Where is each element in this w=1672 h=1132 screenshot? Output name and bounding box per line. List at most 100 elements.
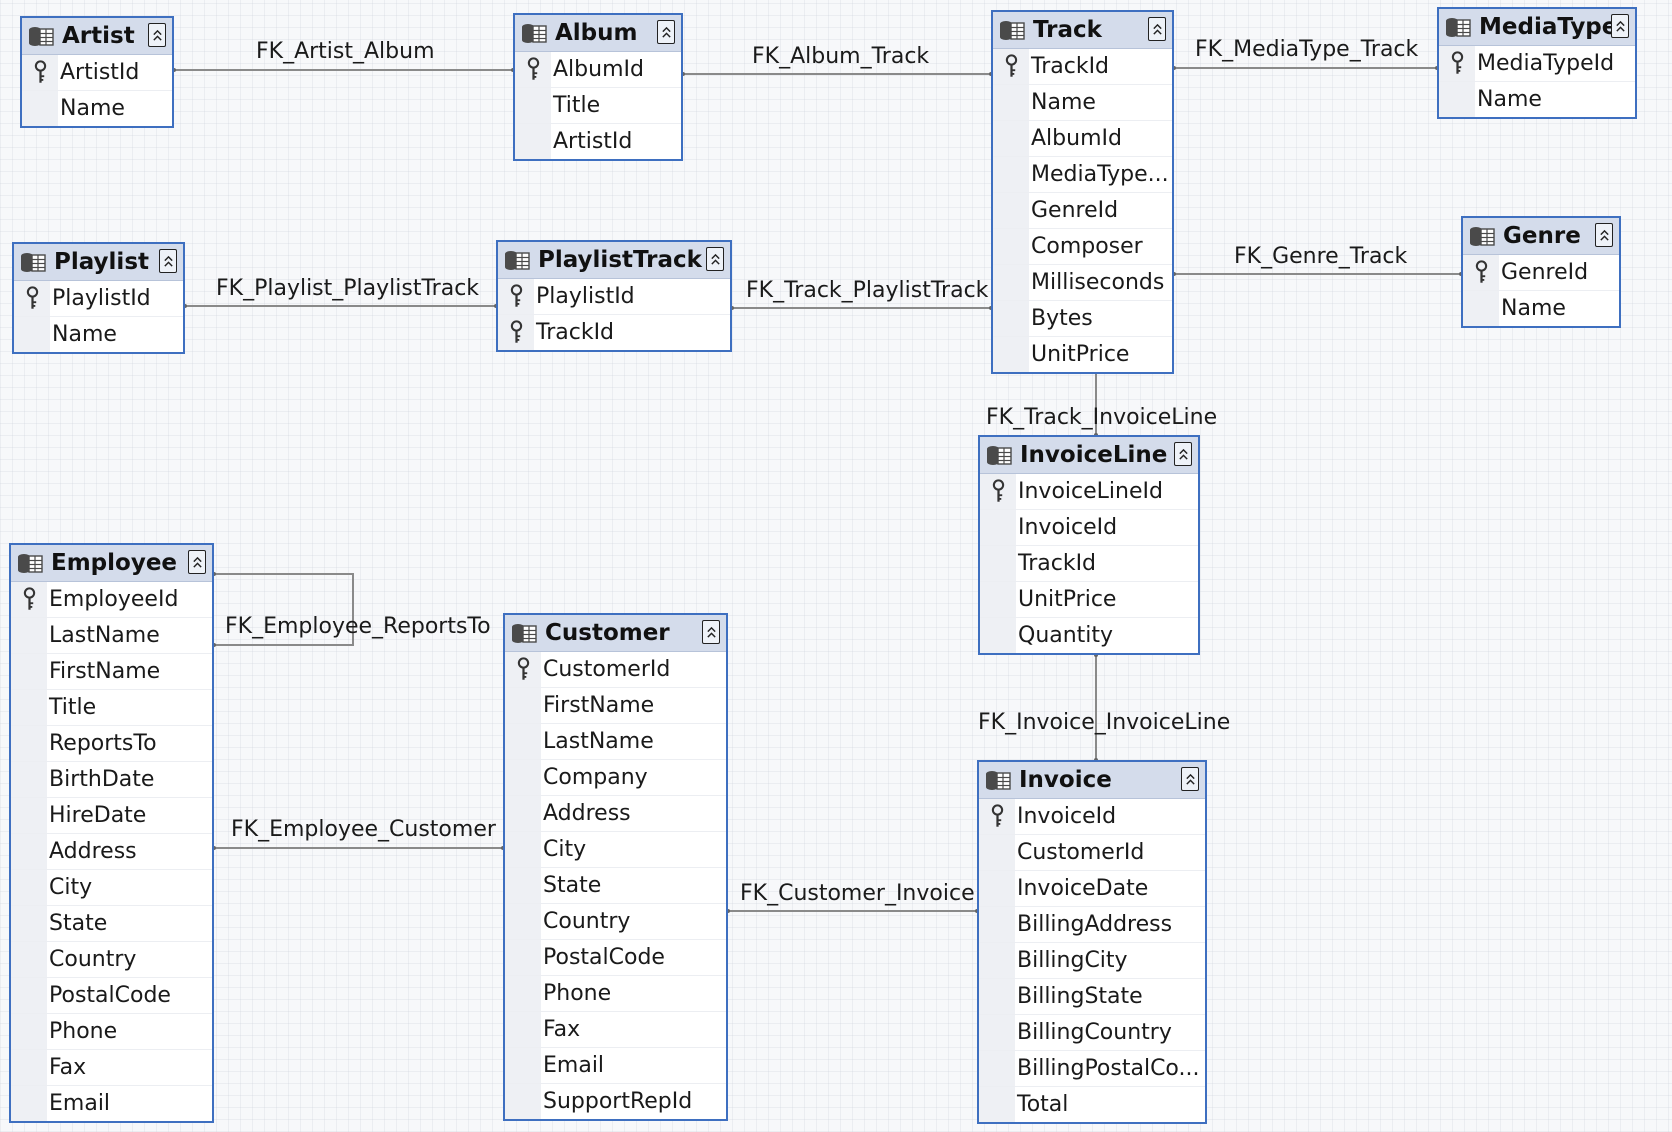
table-column[interactable]: Name [1439,82,1635,117]
table-header[interactable]: MediaType [1439,9,1635,46]
table-column[interactable]: TrackId [980,546,1198,582]
table-header[interactable]: Artist [22,18,172,55]
primary-key-column[interactable]: EmployeeId [11,582,212,618]
table-column[interactable]: CustomerId [979,835,1205,871]
table-column[interactable]: ArtistId [515,124,681,159]
table-column[interactable]: City [11,870,212,906]
table-column[interactable]: Title [11,690,212,726]
primary-key-column[interactable]: TrackId [498,315,730,350]
table-column[interactable]: Company [505,760,726,796]
table-header[interactable]: InvoiceLine [980,437,1198,474]
table-column[interactable]: LastName [11,618,212,654]
collapse-icon[interactable] [1595,223,1613,247]
table-column[interactable]: Email [11,1086,212,1121]
primary-key-column[interactable]: AlbumId [515,52,681,88]
table-column[interactable]: Country [11,942,212,978]
table-column[interactable]: Composer [993,229,1172,265]
table-column[interactable]: ReportsTo [11,726,212,762]
table-header[interactable]: Playlist [14,244,183,281]
relationship-label[interactable]: FK_Album_Track [752,44,930,69]
table-header[interactable]: Album [515,15,681,52]
table-column[interactable]: BillingCity [979,943,1205,979]
collapse-icon[interactable] [657,20,675,44]
relationship-label[interactable]: FK_Employee_Customer [231,817,496,842]
relationship-label[interactable]: FK_MediaType_Track [1195,37,1419,62]
relationship-label[interactable]: FK_Employee_ReportsTo [225,614,491,639]
primary-key-column[interactable]: InvoiceLineId [980,474,1198,510]
table-column[interactable]: Address [505,796,726,832]
collapse-icon[interactable] [1174,442,1192,466]
relationship-label[interactable]: FK_Artist_Album [256,39,435,64]
table-column[interactable]: BillingPostalCo... [979,1051,1205,1087]
relationship-label[interactable]: FK_Track_InvoiceLine [986,405,1218,430]
table-column[interactable]: Total [979,1087,1205,1122]
table-column[interactable]: Email [505,1048,726,1084]
relationship-label[interactable]: FK_Playlist_PlaylistTrack [216,276,480,301]
table-column[interactable]: GenreId [993,193,1172,229]
table-column[interactable]: PostalCode [11,978,212,1014]
table-header[interactable]: Invoice [979,762,1205,799]
table-column[interactable]: BillingState [979,979,1205,1015]
primary-key-column[interactable]: MediaTypeId [1439,46,1635,82]
collapse-icon[interactable] [1181,767,1199,791]
relationship-label[interactable]: FK_Customer_Invoice [740,881,975,906]
table-column[interactable]: Milliseconds [993,265,1172,301]
table-column[interactable]: LastName [505,724,726,760]
table-column[interactable]: Name [993,85,1172,121]
table-header[interactable]: Track [993,12,1172,49]
table-column[interactable]: PostalCode [505,940,726,976]
table-column[interactable]: HireDate [11,798,212,834]
primary-key-column[interactable]: InvoiceId [979,799,1205,835]
table-column[interactable]: InvoiceDate [979,871,1205,907]
table-column[interactable]: FirstName [11,654,212,690]
primary-key-column[interactable]: PlaylistId [498,279,730,315]
table-header[interactable]: Employee [11,545,212,582]
table-column[interactable]: Bytes [993,301,1172,337]
relationship-label[interactable]: FK_Track_PlaylistTrack [746,278,989,303]
table-column[interactable]: InvoiceId [980,510,1198,546]
table-column[interactable]: UnitPrice [980,582,1198,618]
table-column[interactable]: Phone [505,976,726,1012]
primary-key-column[interactable]: PlaylistId [14,281,183,317]
collapse-icon[interactable] [188,550,206,574]
table-column[interactable]: BirthDate [11,762,212,798]
table-column[interactable]: Name [22,91,172,126]
table-column[interactable]: UnitPrice [993,337,1172,372]
primary-key-column[interactable]: GenreId [1463,255,1619,291]
table-column[interactable]: Quantity [980,618,1198,653]
collapse-icon[interactable] [159,249,177,273]
primary-key-column[interactable]: TrackId [993,49,1172,85]
collapse-icon[interactable] [702,620,720,644]
table-column[interactable]: Fax [11,1050,212,1086]
table-header[interactable]: Genre [1463,218,1619,255]
collapse-icon[interactable] [1148,17,1166,41]
table-column[interactable]: FirstName [505,688,726,724]
table-header[interactable]: Customer [505,615,726,652]
table-column[interactable]: Country [505,904,726,940]
collapse-icon[interactable] [1611,14,1629,38]
relationship-label[interactable]: FK_Invoice_InvoiceLine [978,710,1231,735]
table-column[interactable]: BillingAddress [979,907,1205,943]
table-column[interactable]: Fax [505,1012,726,1048]
table-column[interactable]: Phone [11,1014,212,1050]
table-column[interactable]: SupportRepId [505,1084,726,1119]
primary-key-column[interactable]: CustomerId [505,652,726,688]
table-column[interactable]: State [505,868,726,904]
table-column[interactable]: City [505,832,726,868]
collapse-icon[interactable] [706,247,724,271]
table-column[interactable]: Title [515,88,681,124]
relationship-label[interactable]: FK_Genre_Track [1234,244,1408,269]
table-column[interactable]: MediaType... [993,157,1172,193]
table-column[interactable]: State [11,906,212,942]
table-column[interactable]: Address [11,834,212,870]
